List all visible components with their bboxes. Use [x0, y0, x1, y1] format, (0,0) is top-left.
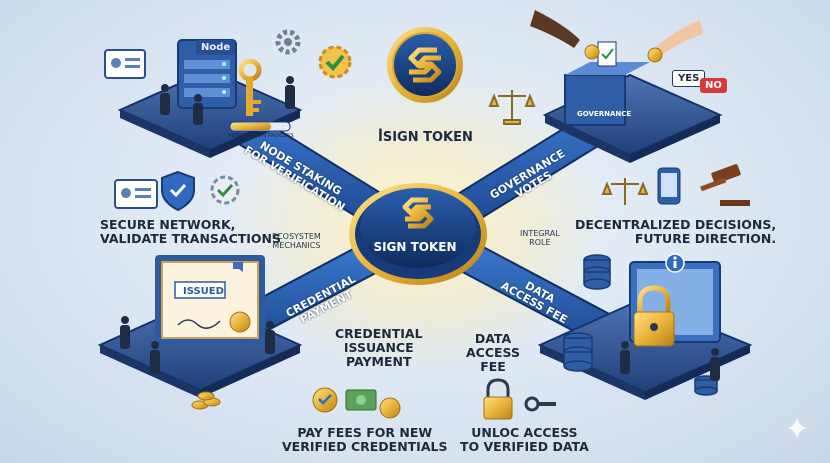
credential-issuance-label: CREDENTIAL ISSUANCE PAYMENT — [335, 326, 423, 369]
scales-icon-2 — [601, 178, 649, 205]
gear-icon — [275, 29, 301, 55]
person-icon-2 — [120, 316, 275, 374]
verification-process-label: VERIFICATION PROCESS — [228, 133, 294, 139]
phone-vote-icon — [657, 167, 681, 205]
sign-token-center-icon — [349, 183, 487, 285]
lock-key-icon — [483, 378, 556, 420]
gavel-icon — [700, 164, 750, 206]
check-gear-icon-2 — [210, 175, 240, 205]
sign-token-top-icon — [387, 27, 463, 103]
dollar-coin-icon — [379, 397, 401, 419]
issued-label: ISSUED — [183, 286, 224, 297]
info-icon — [665, 253, 685, 273]
pay-fees-label: PAY FEES FOR NEW VERIFIED CREDENTIALS — [282, 425, 448, 454]
ecosystem-label: ECOSYSTEM MECHANICS — [272, 232, 321, 250]
certificate-icon — [155, 255, 265, 345]
id-card-icon — [104, 49, 146, 79]
center-title: SIGN TOKEN — [373, 240, 457, 254]
progress-bar — [229, 121, 291, 132]
speech-icon — [233, 262, 243, 272]
money-icon — [345, 389, 377, 411]
padlock-icon — [633, 285, 675, 347]
id-card-icon-2 — [114, 179, 158, 209]
data-access-label: DATA ACCESS FEE — [466, 331, 521, 374]
person-icon — [160, 76, 295, 125]
secure-network-label: SECURE NETWORK, VALIDATE TRANSACTIONS — [100, 217, 282, 246]
governance-label: GOVERNANCE — [577, 110, 632, 118]
decentralized-label: DECENTRALIZED DECISIONS, FUTURE DIRECTIO… — [575, 217, 777, 246]
database-icon-2 — [563, 332, 593, 372]
shield-check-icon — [161, 170, 195, 212]
person-icon-3 — [620, 341, 720, 381]
database-icon-3 — [694, 375, 718, 396]
scales-icon — [488, 90, 536, 125]
hand-icon — [530, 10, 703, 56]
sparkle-icon — [787, 418, 807, 438]
unlock-access-label: UNLOC ACCESS TO VERIFIED DATA — [460, 425, 589, 454]
top-title: ꟾSIGN TOKEN — [378, 130, 473, 145]
integral-role-label: INTEGRAL ROLE — [520, 229, 560, 247]
check-gear-icon — [318, 45, 352, 79]
coin-icon — [584, 44, 663, 63]
no-badge: NO — [700, 78, 727, 93]
ballot-box-icon — [564, 41, 650, 126]
server-rack-icon — [177, 39, 237, 109]
database-icon — [583, 254, 611, 290]
node-label: Node — [196, 40, 236, 55]
key-icon — [238, 58, 262, 116]
medal-icon — [312, 387, 338, 413]
coin-stack-icon — [191, 391, 221, 410]
